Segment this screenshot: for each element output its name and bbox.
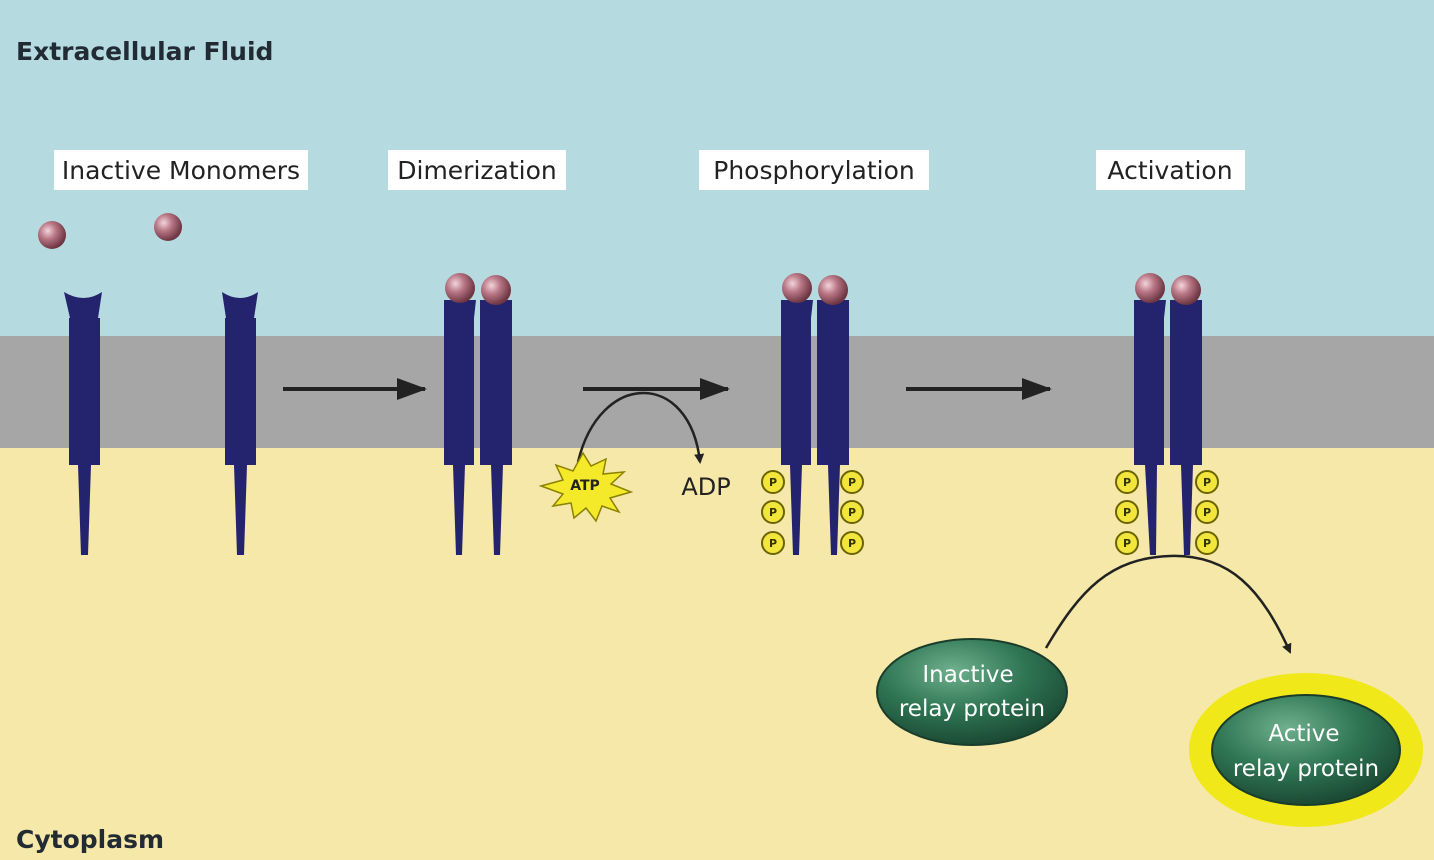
svg-text:P: P — [848, 506, 856, 519]
svg-text:Inactive: Inactive — [922, 662, 1013, 688]
svg-text:P: P — [1203, 537, 1211, 550]
extracellular-fluid-label: Extracellular Fluid — [16, 37, 273, 66]
receptor-monomer — [64, 292, 102, 555]
atp-burst: ATP — [538, 451, 634, 523]
svg-text:Active: Active — [1268, 721, 1339, 747]
svg-text:P: P — [769, 537, 777, 550]
svg-text:relay protein: relay protein — [1233, 756, 1379, 782]
svg-text:Activation: Activation — [1107, 156, 1232, 185]
signal-molecule — [154, 213, 182, 241]
stage-title-dimerization: Dimerization — [388, 150, 566, 190]
svg-text:Phosphorylation: Phosphorylation — [713, 156, 914, 185]
svg-text:P: P — [1203, 506, 1211, 519]
phosphate-group: P — [840, 470, 864, 494]
stage-title-activation: Activation — [1096, 150, 1245, 190]
stage-title-phosphorylation: Phosphorylation — [699, 150, 929, 190]
receptor-dimer — [444, 273, 512, 555]
atp-to-adp-curve — [576, 391, 705, 464]
active-relay-protein: Active relay protein — [1189, 673, 1423, 827]
phosphate-group: P — [1195, 531, 1219, 555]
signal-molecule — [782, 273, 812, 303]
phosphate-group: P — [1115, 531, 1139, 555]
receptor-monomer — [222, 292, 258, 555]
svg-text:relay protein: relay protein — [899, 696, 1045, 722]
activated-receptor-dimer — [1134, 273, 1202, 555]
svg-text:P: P — [769, 476, 777, 489]
svg-text:P: P — [848, 537, 856, 550]
cytoplasm-label: Cytoplasm — [16, 825, 164, 854]
svg-text:P: P — [848, 476, 856, 489]
svg-text:P: P — [1123, 476, 1131, 489]
svg-text:P: P — [1123, 506, 1131, 519]
signal-molecule — [818, 275, 848, 305]
signal-molecule — [481, 275, 511, 305]
cell-membrane — [0, 336, 1434, 448]
relay-activation-curve — [1044, 554, 1292, 654]
signal-molecule — [445, 273, 475, 303]
phosphate-group: P — [761, 531, 785, 555]
phosphate-group: P — [761, 500, 785, 524]
svg-text:P: P — [1203, 476, 1211, 489]
signal-molecule — [38, 221, 66, 249]
phosphate-group: P — [840, 531, 864, 555]
phosphorylated-receptor-dimer — [781, 273, 849, 555]
signal-molecule — [1135, 273, 1165, 303]
svg-text:Dimerization: Dimerization — [397, 156, 557, 185]
svg-text:P: P — [1123, 537, 1131, 550]
phosphate-group: P — [761, 470, 785, 494]
phosphate-group: P — [1115, 500, 1139, 524]
svg-text:ATP: ATP — [570, 478, 600, 494]
adp-label: ADP — [681, 473, 730, 501]
stage-title-inactive-monomers: Inactive Monomers — [54, 150, 308, 190]
signal-molecule — [1171, 275, 1201, 305]
svg-text:Inactive Monomers: Inactive Monomers — [62, 156, 300, 185]
svg-text:P: P — [769, 506, 777, 519]
phosphate-group: P — [1115, 470, 1139, 494]
inactive-relay-protein: Inactive relay protein — [876, 638, 1068, 746]
phosphate-group: P — [1195, 470, 1219, 494]
phosphate-group: P — [840, 500, 864, 524]
phosphate-group: P — [1195, 500, 1219, 524]
